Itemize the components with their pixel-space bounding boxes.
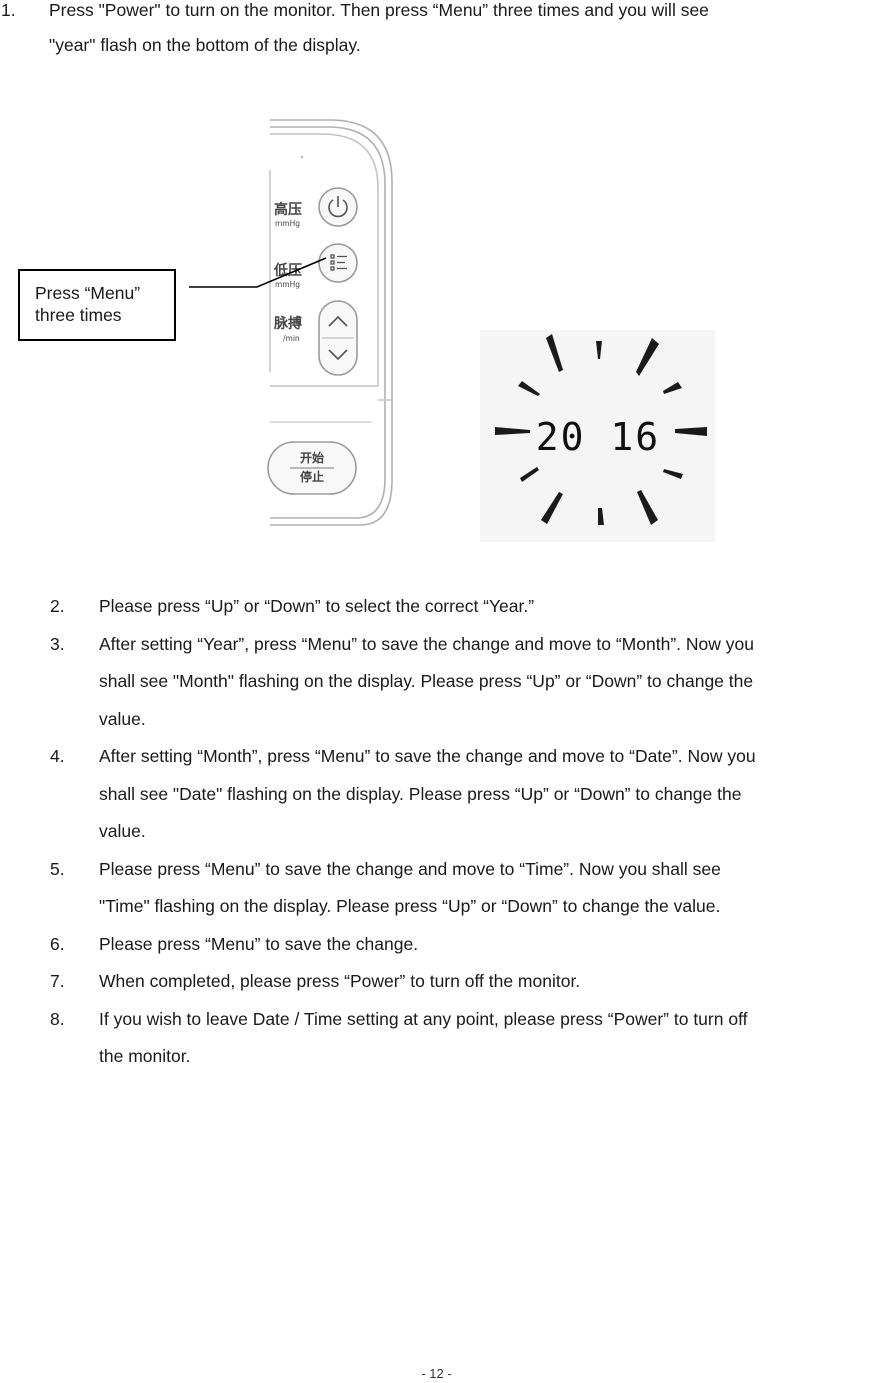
step-text-line: If you wish to leave Date / Time setting… (99, 1008, 748, 1029)
step-text-line: Please press “Menu” to save the change. (99, 933, 419, 954)
unit-label: mmHg (275, 280, 300, 289)
step-text-line: value. (99, 821, 146, 841)
step-number: 7. (50, 971, 65, 991)
step-text-line: After setting “Year”, press “Menu” to sa… (99, 633, 754, 654)
step-item: 5. Please press “Menu” to save the change… (0, 851, 873, 926)
step-text-line: "year" flash on the bottom of the displa… (49, 35, 361, 55)
step-text-line: After setting “Month”, press “Menu” to s… (99, 746, 756, 766)
step-item: 2. Please press “Up” or “Down” to select … (0, 588, 873, 626)
step-item: 7. When completed, please press “Power” t… (0, 963, 873, 1001)
stop-label: 停止 (300, 469, 324, 484)
power-button[interactable] (318, 187, 358, 227)
step-number: 6. (50, 933, 65, 954)
step-text-line: shall see "Date" flashing on the display… (99, 783, 742, 804)
step-item: 3. After setting “Year”, press “Menu” to … (0, 626, 873, 739)
step-item: 8. If you wish to leave Date / Time setti… (0, 1001, 873, 1076)
step-number: 5. (50, 858, 65, 879)
step-item: 4. After setting “Month”, press “Menu” to… (0, 738, 873, 851)
menu-button[interactable] (318, 243, 358, 283)
start-label: 开始 (300, 450, 324, 465)
up-down-button[interactable] (318, 300, 358, 376)
start-stop-button[interactable]: 开始 停止 (267, 441, 357, 495)
step-text-line: Please press “Menu” to save the change a… (99, 858, 721, 879)
panel-labels: 高压 mmHg 低压 mmHg 脉搏 /min (273, 201, 302, 343)
callout-pointer (189, 257, 327, 288)
pulse-label: 脉搏 (273, 315, 302, 332)
unit-label: /min (283, 334, 300, 343)
flash-burst (480, 330, 715, 542)
unit-label: mmHg (275, 219, 300, 228)
step-number: 1. (1, 0, 16, 20)
step-number: 3. (50, 633, 65, 654)
step-number: 8. (50, 1008, 65, 1029)
systolic-label: 高压 (274, 201, 302, 218)
step-item: 6. Please press “Menu” to save the change… (0, 926, 873, 964)
step-text-line: the monitor. (99, 1046, 191, 1066)
page-number: - 12 - (421, 1366, 452, 1381)
step-number: 4. (50, 746, 65, 766)
menu-icon (330, 254, 347, 271)
callout-line: Press “Menu” (35, 283, 141, 303)
diastolic-label: 低压 (273, 262, 302, 279)
steps-list: 2. Please press “Up” or “Down” to select … (0, 588, 873, 1076)
step-text-line: "Time" flashing on the display. Please p… (99, 896, 721, 916)
year-display: 20 16 (536, 415, 660, 459)
device-illustration: 开始 停止 高压 mmHg 低压 mmHg 脉搏 /min (189, 119, 715, 542)
step-text-line: Please press “Up” or “Down” to select th… (99, 596, 535, 616)
step-text-line: value. (99, 708, 146, 729)
down-arrow-icon[interactable] (328, 349, 348, 361)
power-icon (328, 196, 348, 218)
step-text-line: Press "Power" to turn on the monitor. Th… (49, 0, 709, 20)
step-text-line: When completed, please press “Power” to … (99, 971, 581, 991)
step-text-line: shall see "Month" flashing on the displa… (99, 671, 754, 691)
step-number: 2. (50, 596, 65, 616)
device-figure: 开始 停止 高压 mmHg 低压 mmHg 脉搏 /min (0, 100, 873, 560)
up-arrow-icon[interactable] (328, 315, 348, 327)
device-outline (269, 119, 393, 526)
callout-box: Press “Menu” three times (18, 269, 176, 341)
callout-line: three times (35, 305, 122, 325)
